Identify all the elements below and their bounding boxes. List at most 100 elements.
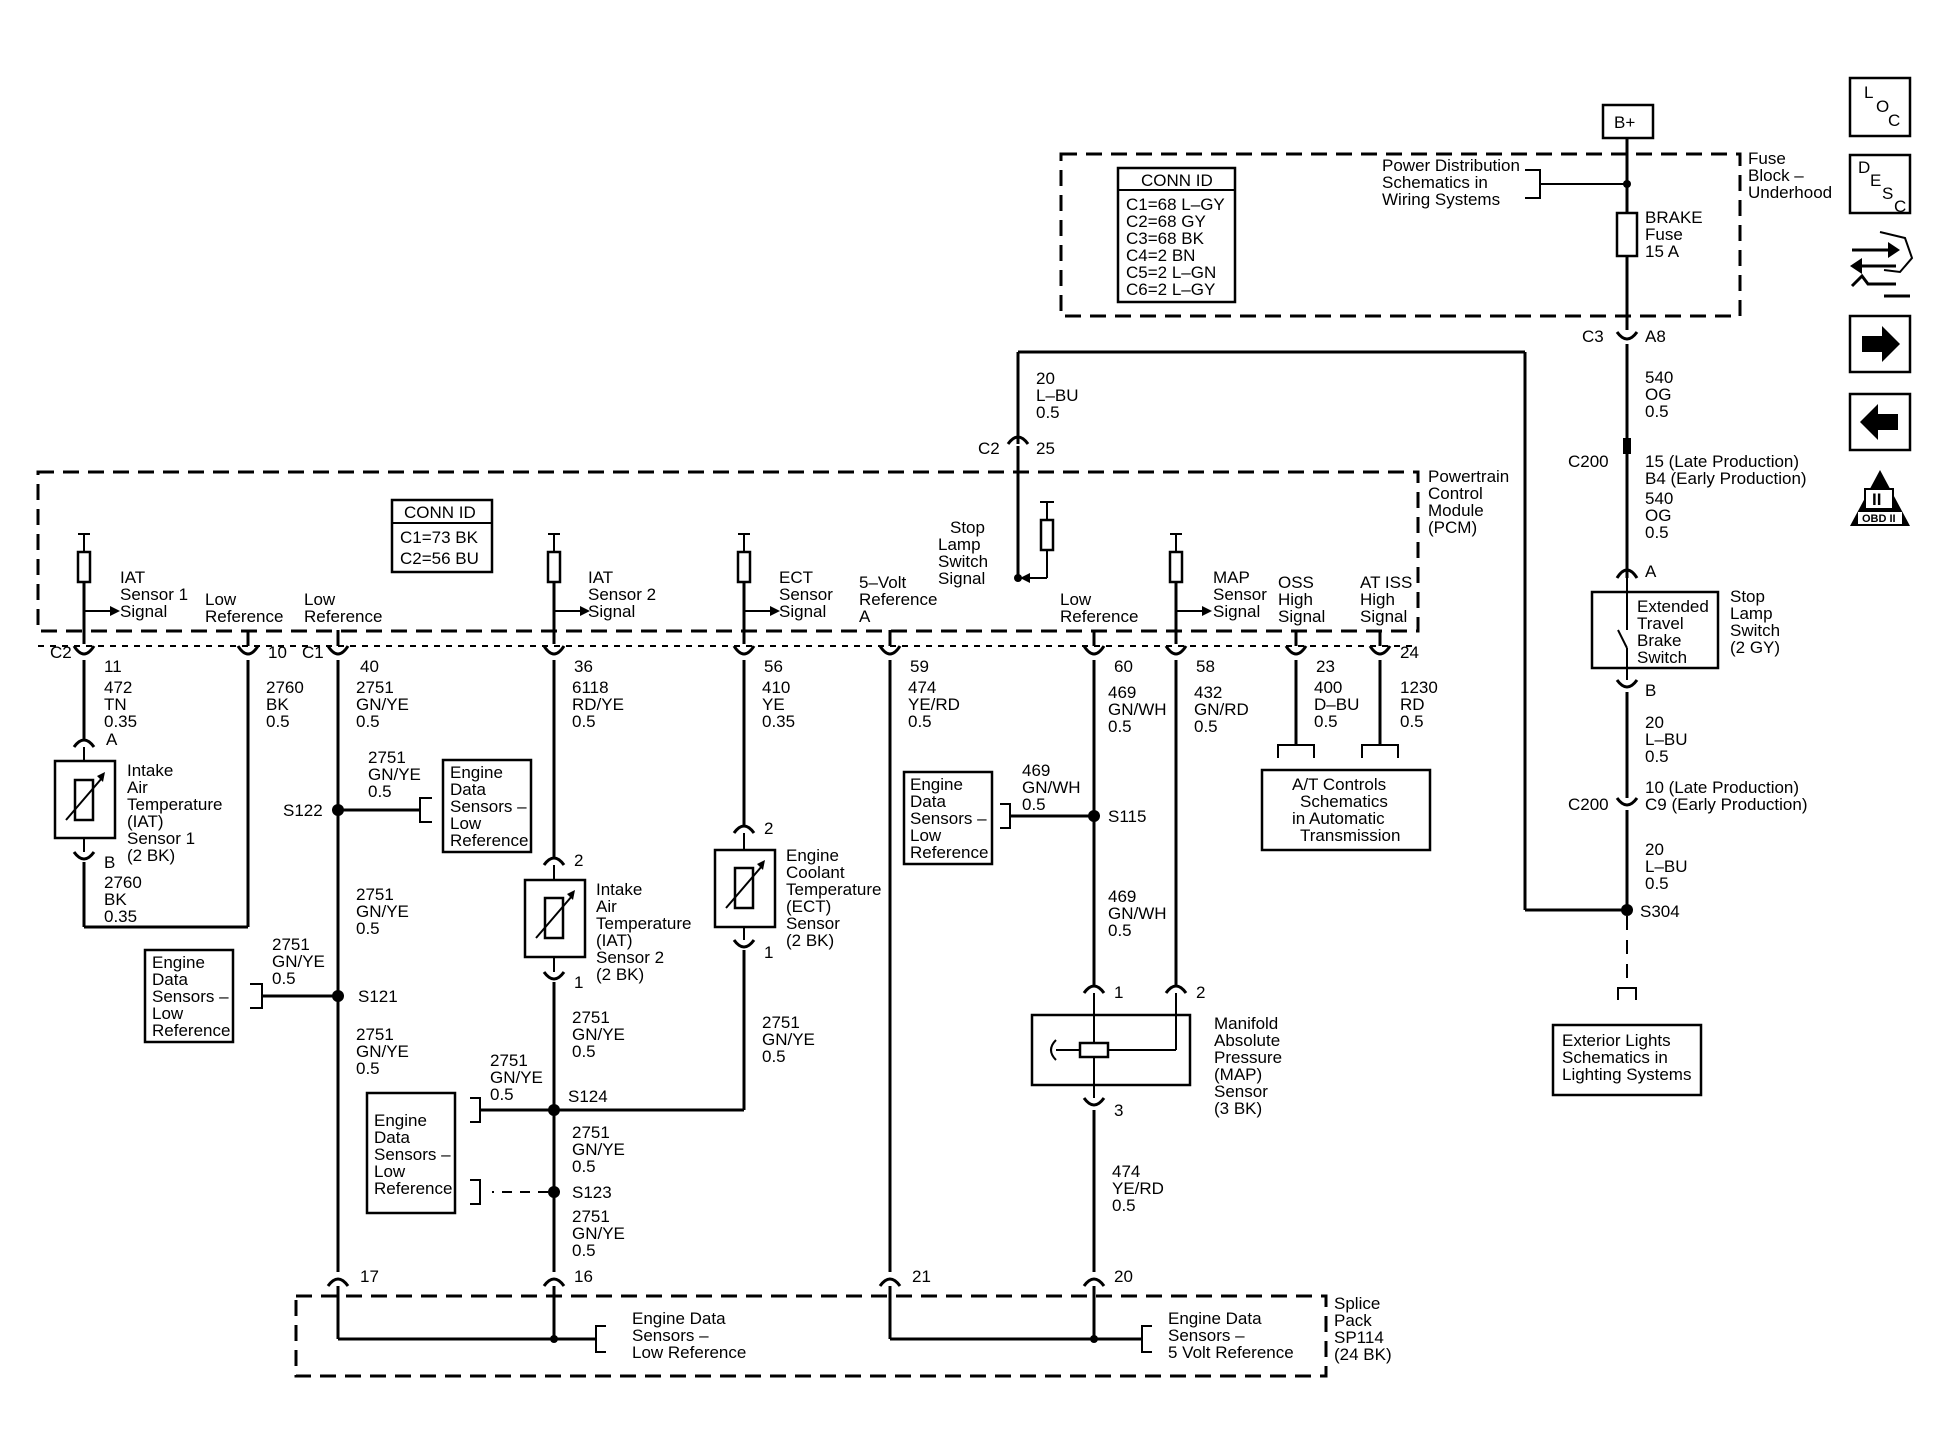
eds3-5: Reference	[374, 1179, 452, 1198]
arrow-left-icon	[1860, 404, 1898, 440]
eds-box-4	[902, 770, 994, 866]
w2760a-color: BK	[266, 695, 289, 714]
splice-low-2: Sensors –	[632, 1326, 709, 1345]
s304-label: S304	[1640, 902, 1680, 921]
connector-tool-icon[interactable]	[1850, 231, 1914, 298]
iat1-label-2: Air	[127, 778, 148, 797]
w474a-num: 474	[908, 678, 936, 697]
eds2-1: Engine	[152, 953, 205, 972]
fuse-block-label-3: Underhood	[1748, 183, 1832, 202]
w2751-s123b-size: 0.5	[572, 1241, 596, 1260]
splice-s123	[548, 1186, 560, 1198]
arrow-right-icon	[1862, 326, 1900, 362]
ect-label-2: Coolant	[786, 863, 845, 882]
ext-switch-2: Travel	[1637, 614, 1684, 633]
sig-vref-2: Reference	[859, 590, 937, 609]
power-dist-1: Power Distribution	[1382, 156, 1520, 175]
pin-40: 40	[360, 657, 379, 676]
ext-lights-3: Lighting Systems	[1562, 1065, 1691, 1084]
w1230-size: 0.5	[1400, 712, 1424, 731]
w469b-color: GN/WH	[1022, 778, 1081, 797]
w1230-color: RD	[1400, 695, 1425, 714]
w1230-num: 1230	[1400, 678, 1438, 697]
pin-24: 24	[1400, 643, 1419, 662]
pcm-conn-id-title: CONN ID	[404, 503, 476, 522]
sig-stop-3: Switch	[938, 552, 988, 571]
pin-60: 60	[1114, 657, 1133, 676]
w469c-size: 0.5	[1108, 921, 1132, 940]
sig-iat1-1: IAT	[120, 568, 145, 587]
iat2-label-5: Sensor 2	[596, 948, 664, 967]
eds2-5: Reference	[152, 1021, 230, 1040]
iat2-pin-1: 1	[574, 973, 583, 992]
map-label-3: Pressure	[1214, 1048, 1282, 1067]
w2751-s123b-num: 2751	[572, 1207, 610, 1226]
splice-label-3: SP114	[1334, 1328, 1384, 1347]
wire-540b-size: 0.5	[1645, 523, 1669, 542]
sig-oss-1: OSS	[1278, 573, 1314, 592]
side-icons: L O C D E S C	[1848, 76, 1914, 526]
w410-size: 0.35	[762, 712, 795, 731]
pin-11: 11	[104, 657, 122, 676]
map-sensor-circuit: 469 GN/WH 0.5 S115 469 GN/WH 0.5 Engine …	[902, 660, 1282, 1272]
c200a-label: C200	[1568, 452, 1609, 471]
ext-lights-1: Exterior Lights	[1562, 1031, 1671, 1050]
fuse-conn-id-5: C5=2 L–GN	[1126, 263, 1216, 282]
location-button[interactable]: L O C	[1848, 76, 1912, 138]
iat2-label-4: (IAT)	[596, 931, 633, 950]
stop-switch-1: Stop	[1730, 587, 1765, 606]
splice-pin-16: 16	[574, 1267, 593, 1286]
w2751-s121-size: 0.5	[272, 969, 296, 988]
brake-fuse-label-2: Fuse	[1645, 225, 1683, 244]
sig-iat2-2: Sensor 2	[588, 585, 656, 604]
w2751-low-num: 2751	[356, 1025, 394, 1044]
w6118-size: 0.5	[572, 712, 596, 731]
eds1-3: Sensors –	[450, 797, 527, 816]
wire-540a-size: 0.5	[1645, 402, 1669, 421]
w469a-num: 469	[1108, 683, 1136, 702]
pin-58: 58	[1196, 657, 1215, 676]
w2751-mid-size: 0.5	[356, 919, 380, 938]
w2751-ect-color: GN/YE	[762, 1030, 815, 1049]
battery-terminal: B+	[1601, 103, 1655, 140]
map-label-4: (MAP)	[1214, 1065, 1262, 1084]
splice-5v-3: 5 Volt Reference	[1168, 1343, 1294, 1362]
iat-sensor-2-circuit: 6118 RD/YE 0.5 2 1 Intake Air Temperatur…	[365, 660, 744, 1272]
w2751-mid-color: GN/YE	[356, 902, 409, 921]
fuse-conn-id-1: C1=68 L–GY	[1126, 195, 1225, 214]
splice-label-4: (24 BK)	[1334, 1345, 1392, 1364]
ext-lights-box	[1551, 1023, 1703, 1097]
ect-sensor-circuit: 410 YE 0.35 2 1 Engine Coolant Temperatu…	[713, 660, 881, 1110]
wire-20b-size: 0.5	[1645, 747, 1669, 766]
pcm-conn-id-1: C1=73 BK	[400, 528, 479, 547]
w432-size: 0.5	[1194, 717, 1218, 736]
next-arrow-button[interactable]	[1848, 314, 1912, 374]
w472-num: 472	[104, 678, 132, 697]
sig-vref-3: A	[859, 607, 871, 626]
w469b-num: 469	[1022, 761, 1050, 780]
eds2-3: Sensors –	[152, 987, 229, 1006]
back-arrow-button[interactable]	[1848, 392, 1912, 452]
sig-map-3: Signal	[1213, 602, 1260, 621]
sig-vref-1: 5–Volt	[859, 573, 907, 592]
w2751-s124-size: 0.5	[490, 1085, 514, 1104]
s124-label: S124	[568, 1087, 608, 1106]
pcm-label-1: Powertrain	[1428, 467, 1509, 486]
description-button[interactable]: D E S C	[1848, 153, 1912, 216]
sig-stop-2: Lamp	[938, 535, 981, 554]
stop-lamp-switch	[1590, 590, 1720, 670]
w400-color: D–BU	[1314, 695, 1359, 714]
pin-36: 36	[574, 657, 593, 676]
wire-540b-color: OG	[1645, 506, 1671, 525]
at-controls-box	[1260, 768, 1432, 852]
c2-top-label: C2	[978, 439, 1000, 458]
w2751-40-size: 0.5	[356, 712, 380, 731]
loc-l: L	[1864, 83, 1873, 102]
brake-fuse-icon	[1615, 211, 1639, 258]
eds1-4: Low	[450, 814, 482, 833]
sig-stop-4: Signal	[938, 569, 985, 588]
splice-low-1: Engine Data	[632, 1309, 726, 1328]
obd-ii-icon: II OBD II	[1850, 470, 1910, 526]
sig-oss-3: Signal	[1278, 607, 1325, 626]
w410-num: 410	[762, 678, 790, 697]
